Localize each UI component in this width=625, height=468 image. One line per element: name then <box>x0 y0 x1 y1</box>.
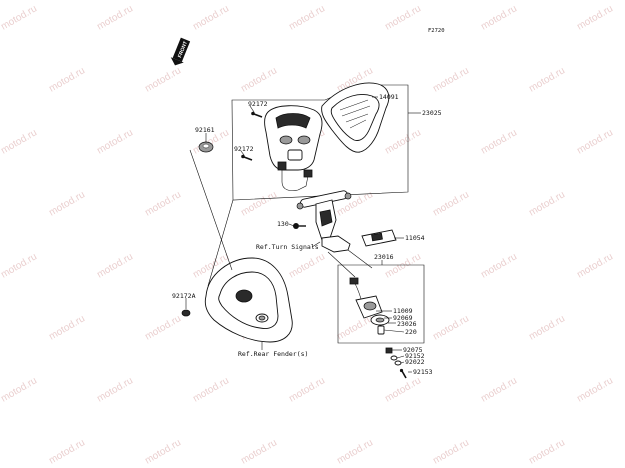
watermark-text: motod.ru <box>431 437 471 466</box>
watermark-text: motod.ru <box>239 65 279 94</box>
watermark-text: motod.ru <box>287 3 327 32</box>
watermark-text: motod.ru <box>335 437 375 466</box>
watermark-text: motod.ru <box>383 375 423 404</box>
watermark-text: motod.ru <box>239 189 279 218</box>
screw-92153 <box>399 368 407 379</box>
figure-code: F2720 <box>428 28 445 34</box>
watermark-text: motod.ru <box>143 189 183 218</box>
watermark-text: motod.ru <box>0 127 39 156</box>
callout-92152: 92152 <box>405 352 425 360</box>
callout-92153: 92153 <box>413 368 433 376</box>
callout-92172A: 92172A <box>172 292 196 300</box>
callout-92172-lower: 92172 <box>234 145 254 153</box>
watermark-text: motod.ru <box>95 375 135 404</box>
callout-11009: 11009 <box>393 307 413 315</box>
license-light-bracket <box>296 190 352 253</box>
watermark-text: motod.ru <box>575 375 615 404</box>
washer-92152 <box>390 355 398 361</box>
callout-92069: 92069 <box>393 314 413 322</box>
watermark-text: motod.ru <box>431 313 471 342</box>
watermark-text: motod.ru <box>0 375 39 404</box>
watermark-text: motod.ru <box>47 437 87 466</box>
watermark-layer: motod.ru motod.ru motod.ru motod.ru motod.ru… <box>0 3 625 466</box>
watermark-text: motod.ru <box>143 313 183 342</box>
watermark-text: motod.ru <box>383 3 423 32</box>
callout-92172-upper: 92172 <box>248 100 268 108</box>
collar-92022 <box>394 360 402 366</box>
watermark-text: motod.ru <box>527 65 567 94</box>
watermark-text: motod.ru <box>479 251 519 280</box>
watermark-text: motod.ru <box>431 65 471 94</box>
callout-23025: 23025 <box>422 109 442 117</box>
license-light-box <box>337 264 425 344</box>
grommet-92161 <box>198 141 214 153</box>
screw-92172-lower <box>241 154 253 161</box>
hardware-92075 <box>385 347 393 354</box>
ref-rear-fender: Ref.Rear Fender(s) <box>238 350 308 358</box>
watermark-text: motod.ru <box>143 437 183 466</box>
watermark-text: motod.ru <box>191 375 231 404</box>
watermark-text: motod.ru <box>527 313 567 342</box>
watermark-text: motod.ru <box>575 127 615 156</box>
callout-14091: 14091 <box>379 93 399 101</box>
taillight-lens <box>321 82 390 153</box>
taillight-housing <box>264 105 323 192</box>
callout-92075: 92075 <box>403 346 423 354</box>
watermark-text: motod.ru <box>47 189 87 218</box>
license-lamp-11054 <box>361 229 397 247</box>
watermark-text: motod.ru <box>287 251 327 280</box>
watermark-text: motod.ru <box>95 251 135 280</box>
watermark-text: motod.ru <box>0 251 39 280</box>
watermark-text: motod.ru <box>191 3 231 32</box>
callout-23026: 23026 <box>397 320 417 328</box>
watermark-text: motod.ru <box>575 251 615 280</box>
callout-92161: 92161 <box>195 126 215 134</box>
watermark-text: motod.ru <box>383 127 423 156</box>
watermark-text: motod.ru <box>95 127 135 156</box>
watermark-text: motod.ru <box>527 189 567 218</box>
bolt-130 <box>293 223 306 229</box>
watermark-text: motod.ru <box>47 65 87 94</box>
callout-130: 130 <box>277 220 289 228</box>
watermark-text: motod.ru <box>0 3 39 32</box>
watermark-text: motod.ru <box>479 3 519 32</box>
rear-fender <box>204 257 293 343</box>
watermark-text: motod.ru <box>479 375 519 404</box>
callout-11054: 11054 <box>405 234 425 242</box>
watermark-text: motod.ru <box>527 437 567 466</box>
watermark-text: motod.ru <box>47 313 87 342</box>
front-arrow-icon: FRONT <box>170 37 191 66</box>
watermark-text: motod.ru <box>239 437 279 466</box>
watermark-text: motod.ru <box>575 3 615 32</box>
watermark-text: motod.ru <box>479 127 519 156</box>
callout-220: 220 <box>405 328 417 336</box>
callout-92022: 92022 <box>405 358 425 366</box>
ref-turn-signals: Ref.Turn Signals <box>256 243 319 251</box>
watermark-text: motod.ru <box>335 313 375 342</box>
nut-92172A <box>181 309 191 317</box>
screw-92172-upper <box>251 111 263 118</box>
watermark-text: motod.ru <box>143 65 183 94</box>
watermark-text: motod.ru <box>95 3 135 32</box>
socket-assembly <box>349 277 390 335</box>
callout-23016: 23016 <box>374 253 394 261</box>
watermark-text: motod.ru <box>431 189 471 218</box>
watermark-text: motod.ru <box>287 375 327 404</box>
leader-lines <box>185 96 421 373</box>
